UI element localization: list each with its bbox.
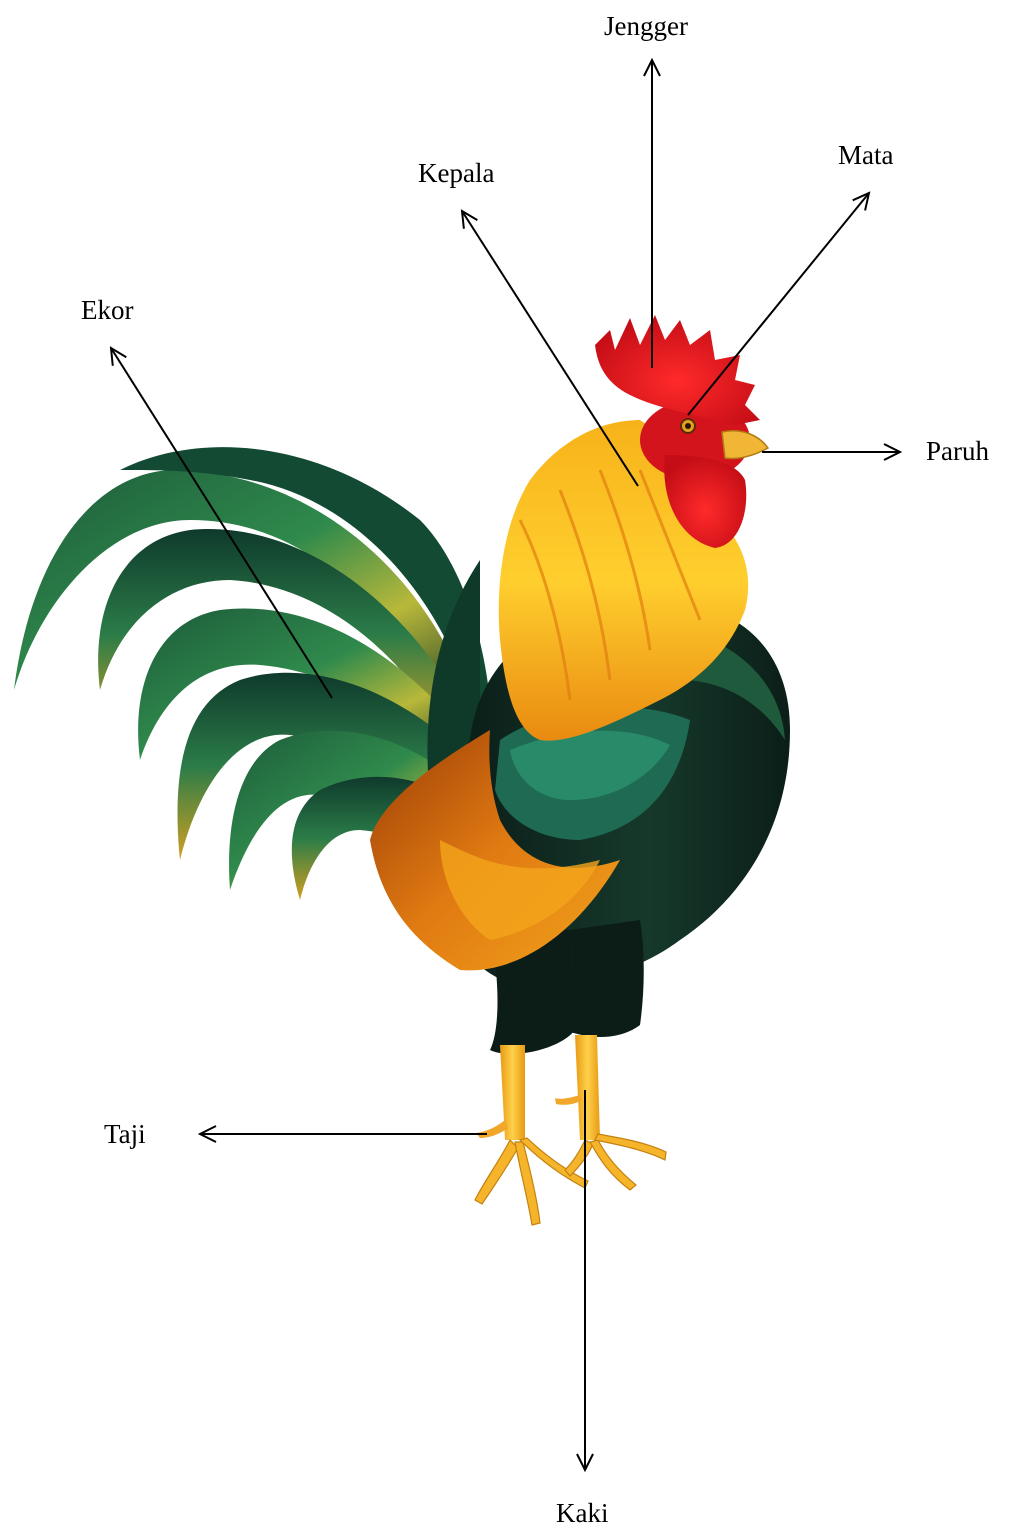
- beak: [722, 431, 768, 459]
- label-paruh: Paruh: [926, 438, 989, 465]
- label-mata: Mata: [838, 142, 893, 169]
- feet: [475, 1134, 666, 1225]
- label-kepala: Kepala: [418, 160, 494, 187]
- label-ekor: Ekor: [81, 297, 133, 324]
- label-kaki: Kaki: [556, 1500, 608, 1527]
- arrow-mata: [688, 193, 869, 415]
- label-jengger: Jengger: [604, 13, 688, 40]
- comb: [595, 315, 760, 425]
- rooster-illustration: [14, 315, 790, 1225]
- label-taji: Taji: [104, 1121, 146, 1148]
